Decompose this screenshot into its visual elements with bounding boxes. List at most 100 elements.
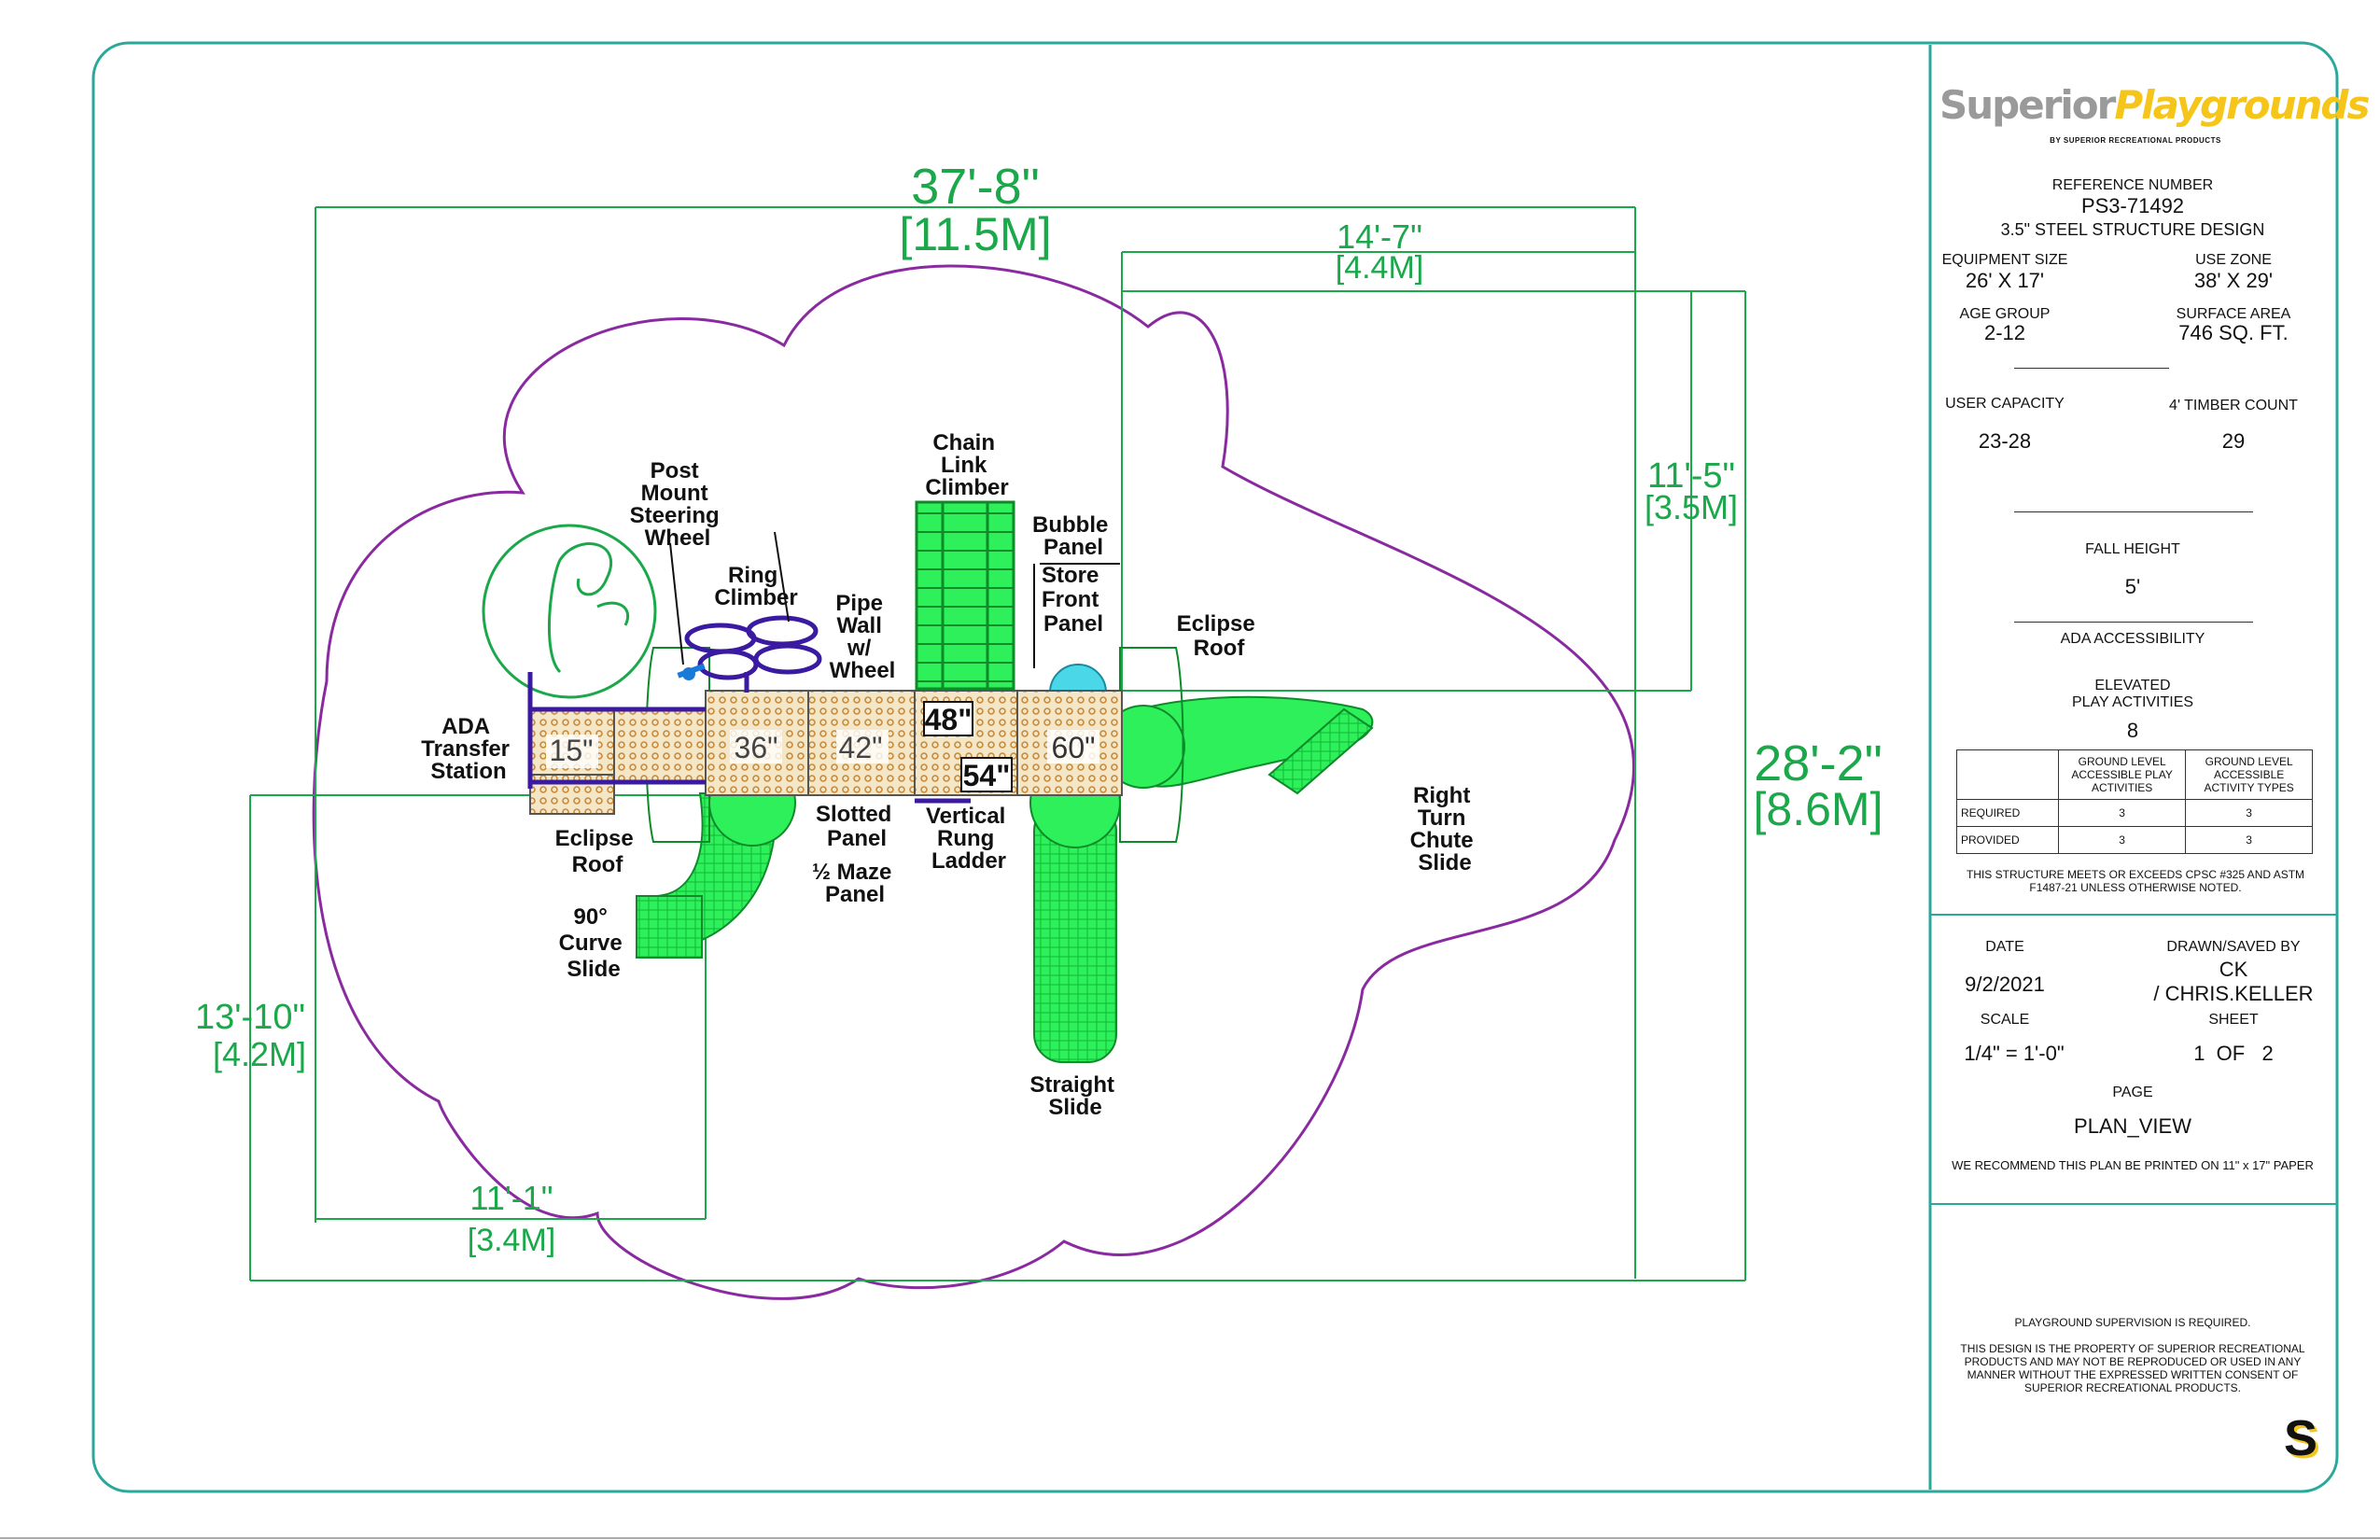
print-note: WE RECOMMEND THIS PLAN BE PRINTED ON 11"…	[1952, 1158, 2314, 1172]
dimension-lines	[249, 206, 1746, 1281]
leader-lines	[669, 531, 1120, 668]
use-zone-outline	[312, 264, 1635, 1300]
timber-count-value: 29	[2221, 429, 2246, 453]
label-eclipse-roof-right: Eclipse Roof	[1177, 611, 1262, 661]
deck-row	[529, 690, 1123, 815]
timber-count-label: 4' TIMBER COUNT	[2169, 398, 2298, 413]
chain-link-climber	[915, 500, 1015, 691]
ada-accessibility-label: ADA ACCESSIBILITY	[2060, 631, 2205, 647]
date-label: DATE	[1985, 939, 2024, 955]
use-zone-label: USE ZONE	[2195, 252, 2272, 268]
right-turn-chute-slide	[1101, 695, 1374, 795]
table-row: PROVIDED 3 3	[1956, 826, 2313, 854]
scale-value: 1/4" = 1'-0"	[1964, 1042, 2065, 1065]
logo-word-playgrounds: Playgrounds	[2114, 82, 2370, 128]
ada-table: GROUND LEVEL ACCESSIBLE PLAY ACTIVITIES …	[1956, 749, 2313, 854]
supervision-note: PLAYGROUND SUPERVISION IS REQUIRED.	[2014, 1316, 2251, 1329]
table-head-activity-types: GROUND LEVEL ACCESSIBLE ACTIVITY TYPES	[2185, 749, 2313, 800]
title-block-lines	[1930, 914, 2337, 1205]
label-curve-slide: 90° Curve Slide	[559, 904, 629, 982]
scale-label: SCALE	[1980, 1012, 2030, 1028]
cell-required-1: 3	[2057, 799, 2187, 827]
dim-left-depth-metric: [4.2M]	[213, 1035, 306, 1073]
deck-height-54: 54"	[963, 759, 1011, 792]
label-store-front-panel: Store Front Panel	[1042, 563, 1105, 637]
dim-overall-width-metric: [11.5M]	[899, 208, 1051, 260]
deck-height-60: 60"	[1052, 731, 1096, 764]
cell-provided-1: 3	[2057, 826, 2187, 854]
deck-height-48: 48"	[925, 703, 973, 736]
dim-overall-depth-metric: [8.6M]	[1754, 783, 1883, 835]
reference-number-label: REFERENCE NUMBER	[2051, 177, 2214, 193]
straight-slide	[1029, 757, 1121, 1063]
divider	[2014, 368, 2169, 369]
eclipse-roof-right	[1119, 647, 1184, 843]
sheet-value: 1 OF 2	[2193, 1042, 2274, 1065]
frame-lines	[527, 672, 971, 804]
label-bubble-panel: Bubble Panel	[1032, 512, 1114, 560]
table-corner	[1956, 749, 2059, 800]
manufacturer-logo-icon	[482, 524, 657, 699]
page-label: PAGE	[2112, 1085, 2153, 1100]
label-post-mount-steering-wheel: Post Mount Steering Wheel	[630, 458, 726, 551]
reference-number-value: PS3-71492	[2080, 194, 2185, 217]
logo-word-superior: Superior	[1939, 82, 2116, 128]
fall-height-label: FALL HEIGHT	[2085, 541, 2180, 557]
drawn-by-label: DRAWN/SAVED BY	[2166, 939, 2301, 955]
user-capacity-label: USER CAPACITY	[1945, 396, 2065, 412]
dim-left-offset-metric: [3.4M]	[468, 1223, 555, 1258]
deck-height-15: 15"	[550, 734, 594, 767]
equipment-size-value: 26' X 17'	[1965, 269, 2045, 292]
dim-right-offset-metric: [4.4M]	[1336, 250, 1423, 286]
drawn-by-initials: CK	[2219, 958, 2248, 981]
label-ring-climber: Ring Climber	[714, 563, 797, 610]
dim-overall-width: 37'-8"	[911, 159, 1040, 215]
label-vertical-rung-ladder: Vertical Rung Ladder	[926, 804, 1012, 874]
dim-overall-depth: 28'-2"	[1754, 735, 1883, 791]
deck-height-42: 42"	[839, 731, 883, 764]
sheet-label: SHEET	[2208, 1012, 2259, 1028]
fall-height-value: 5'	[2124, 575, 2141, 598]
date-value: 9/2/2021	[1965, 973, 2045, 996]
label-ada-transfer-station: ADA Transfer Station	[421, 714, 515, 784]
sheet-border	[91, 41, 2339, 1493]
dim-right-depth: 11'-5"	[1647, 456, 1735, 496]
dim-left-depth: 13'-10"	[195, 998, 305, 1037]
dim-right-offset: 14'-7"	[1337, 217, 1422, 256]
ring-climber	[684, 615, 822, 693]
user-capacity-value: 23-28	[1978, 429, 2032, 453]
corner-logo-mark: S	[2283, 1410, 2318, 1466]
equipment-size-label: EQUIPMENT SIZE	[1941, 252, 2068, 268]
cell-provided-2: 3	[2185, 826, 2313, 854]
age-group-value: 2-12	[1983, 321, 2026, 344]
use-zone-value: 38' X 29'	[2193, 269, 2274, 292]
deck-height-36: 36"	[735, 731, 778, 764]
logo-tagline: BY SUPERIOR RECREATIONAL PRODUCTS	[2050, 136, 2221, 145]
label-maze-panel: ½ Maze Panel	[812, 860, 898, 907]
page-value: PLAN_VIEW	[2074, 1114, 2191, 1138]
dim-right-depth-metric: [3.5M]	[1645, 488, 1738, 526]
label-eclipse-roof-left: Eclipse Roof	[555, 826, 640, 877]
row-label-required: REQUIRED	[1956, 799, 2059, 827]
row-label-provided: PROVIDED	[1956, 826, 2059, 854]
table-head-play-activities: GROUND LEVEL ACCESSIBLE PLAY ACTIVITIES	[2057, 749, 2187, 800]
divider	[2014, 622, 2253, 623]
compliance-note: THIS STRUCTURE MEETS OR EXCEEDS CPSC #32…	[1966, 868, 2305, 894]
property-note: THIS DESIGN IS THE PROPERTY OF SUPERIOR …	[1960, 1342, 2305, 1394]
surface-area-label: SURFACE AREA	[2176, 306, 2291, 322]
cell-required-2: 3	[2185, 799, 2313, 827]
company-logo: SuperiorPlaygrounds	[1939, 82, 2371, 128]
title-block: SuperiorPlaygrounds BY SUPERIOR RECREATI…	[1930, 45, 2371, 1484]
surface-area-value: 746 SQ. FT.	[2178, 321, 2289, 344]
dim-left-offset: 11'-1"	[469, 1179, 553, 1217]
age-group-label: AGE GROUP	[1959, 306, 2051, 322]
label-pipe-wall-wheel: Pipe Wall w/ Wheel	[830, 591, 896, 683]
design-type: 3.5" STEEL STRUCTURE DESIGN	[2000, 220, 2265, 239]
label-slotted-panel: Slotted Panel	[816, 802, 898, 851]
label-chain-link-climber: Chain Link Climber	[925, 430, 1008, 500]
elevated-label-line2: PLAY ACTIVITIES	[2071, 694, 2194, 710]
divider	[2014, 511, 2253, 512]
elevated-label-line1: ELEVATED	[2094, 678, 2171, 693]
drawn-by-name: / CHRIS.KELLER	[2153, 982, 2314, 1005]
